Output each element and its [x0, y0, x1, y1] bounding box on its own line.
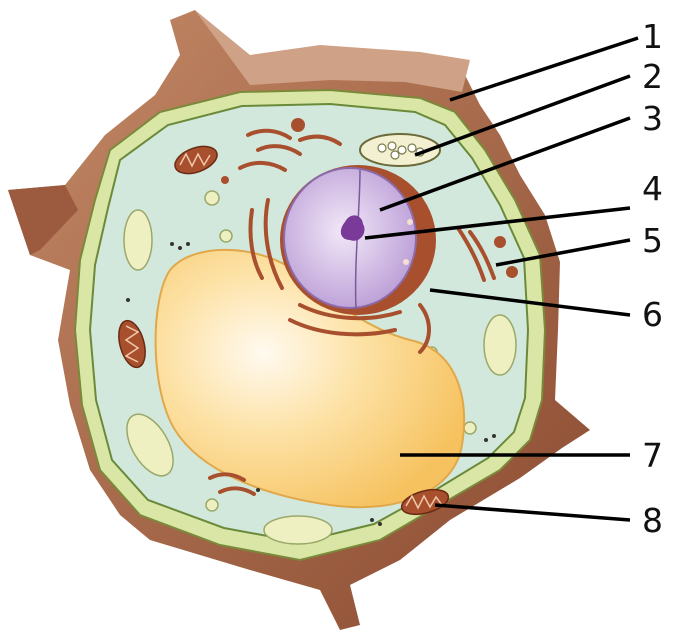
label-5: 5 [642, 221, 663, 260]
label-7: 7 [642, 436, 663, 475]
labels: 1 2 3 4 5 6 7 8 [642, 17, 663, 540]
label-2: 2 [642, 57, 663, 96]
label-4: 4 [642, 169, 663, 208]
label-6: 6 [642, 295, 663, 334]
nucleus [280, 165, 436, 315]
label-3: 3 [642, 99, 663, 138]
label-1: 1 [642, 17, 663, 56]
label-8: 8 [642, 501, 663, 540]
